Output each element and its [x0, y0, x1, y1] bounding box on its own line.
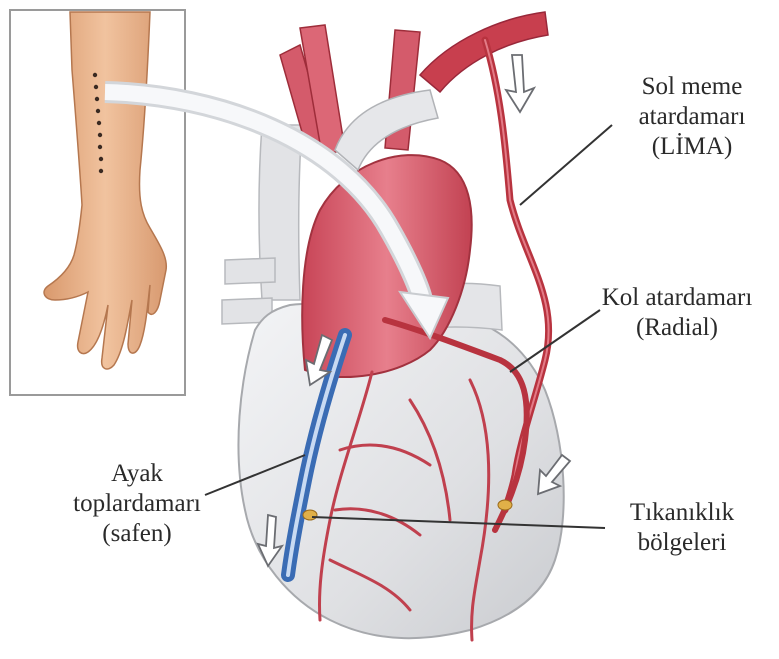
label-safen-line2: toplardamarı: [52, 489, 222, 519]
label-radial-line1: Kol atardamarı: [592, 283, 762, 313]
subclavian-artery: [420, 12, 548, 92]
label-lima-line3: (LİMA): [612, 132, 772, 162]
pulmonary-vein-left: [225, 258, 275, 284]
flow-arrow-lima: [506, 55, 534, 112]
label-radial: Kol atardamarı (Radial): [592, 283, 762, 343]
callout-radial: [510, 310, 600, 372]
label-lima-line2: atardamarı: [612, 102, 772, 132]
label-safen: Ayak toplardamarı (safen): [52, 459, 222, 549]
label-blockage-line2: bölgeleri: [602, 528, 762, 558]
label-blockage: Tıkanıklık bölgeleri: [602, 498, 762, 558]
arm-inset: [10, 10, 185, 395]
label-radial-line2: (Radial): [592, 313, 762, 343]
label-lima-line1: Sol meme: [612, 72, 772, 102]
label-lima: Sol meme atardamarı (LİMA): [612, 72, 772, 162]
callout-lima: [520, 125, 612, 205]
label-safen-line3: (safen): [52, 519, 222, 549]
label-blockage-line1: Tıkanıklık: [602, 498, 762, 528]
label-safen-line1: Ayak: [52, 459, 222, 489]
